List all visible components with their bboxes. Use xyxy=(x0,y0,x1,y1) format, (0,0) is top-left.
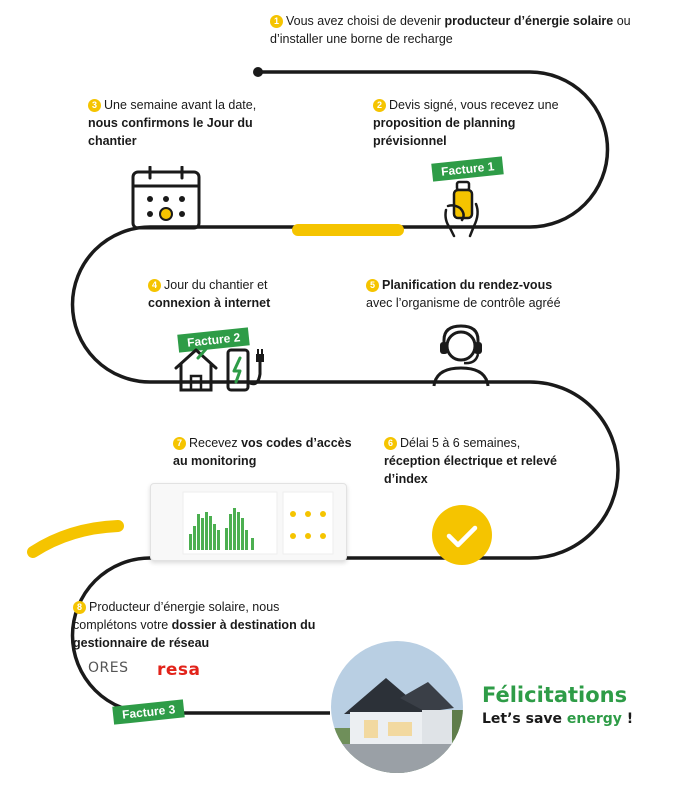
congrats-tagline: Let’s save energy ! xyxy=(482,711,634,727)
resa-logo: resa xyxy=(157,660,201,680)
calendar-icon xyxy=(131,166,201,230)
step-number: 4 xyxy=(148,279,161,292)
yellow-highlight-2 xyxy=(27,520,124,558)
house-charger-icon xyxy=(174,347,264,392)
monitoring-dashboard-thumbnail xyxy=(150,483,347,561)
headset-person-icon xyxy=(432,324,490,387)
congrats-title: Félicitations xyxy=(482,683,628,707)
congratulations-block: Félicitations Let’s save energy ! xyxy=(482,683,633,727)
step-number: 2 xyxy=(373,99,386,112)
hand-bottle-icon xyxy=(444,180,479,238)
step-number: 5 xyxy=(366,279,379,292)
ores-logo: ORES xyxy=(88,660,129,676)
house-photo xyxy=(331,641,463,773)
path-start-dot xyxy=(253,67,263,77)
step-number: 1 xyxy=(270,15,283,28)
checkmark-badge-icon xyxy=(432,505,492,565)
step-number: 8 xyxy=(73,601,86,614)
step-number: 3 xyxy=(88,99,101,112)
step-number: 6 xyxy=(384,437,397,450)
step-number: 7 xyxy=(173,437,186,450)
